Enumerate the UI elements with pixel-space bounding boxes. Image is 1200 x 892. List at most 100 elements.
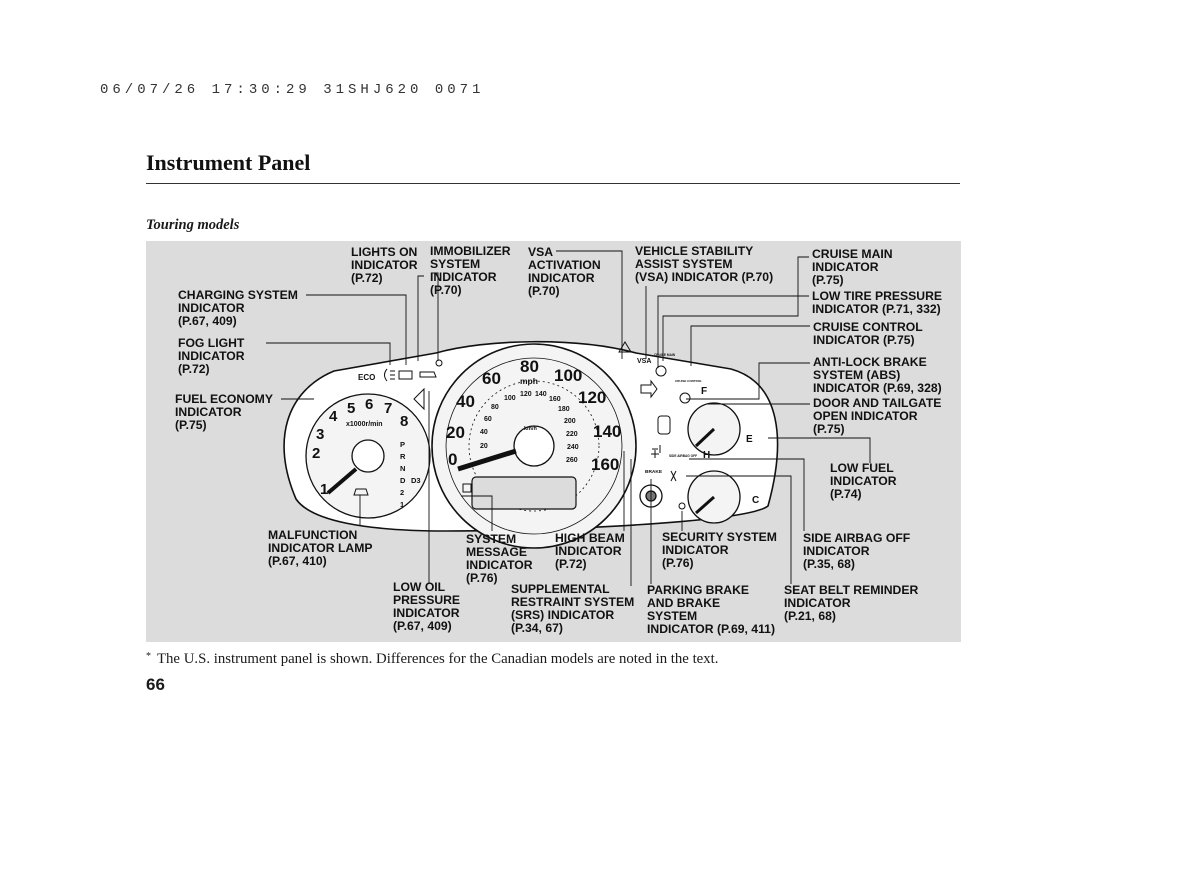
door-open-icon: [657, 415, 671, 435]
leader-fog: [266, 342, 391, 365]
cruise-control-badge: CRUISE CONTROL: [675, 379, 702, 383]
kmh-unit: km/h: [524, 426, 537, 432]
speedometer-inner-ring: [445, 357, 623, 535]
temp-needle: [695, 495, 715, 515]
side-airbag-badge: SIDE AIRBAG OFF: [669, 454, 697, 458]
speed-kmh: 260: [566, 457, 578, 464]
speed-kmh: 160: [549, 396, 561, 403]
callout-leaders: [266, 250, 871, 586]
leader-cruise-main: [662, 256, 809, 361]
speed-kmh: 200: [564, 418, 576, 425]
info-icon: [462, 483, 472, 493]
gear-position: N: [400, 464, 405, 473]
security-icon: [678, 502, 686, 510]
speed-unit: mph: [520, 376, 538, 386]
gear-position: D3: [411, 476, 421, 485]
speed-mph: 100: [554, 366, 582, 385]
battery-icon: [398, 370, 413, 380]
gear-position: 2: [400, 488, 404, 497]
speed-kmh: 120: [520, 391, 532, 398]
immobilizer-key-icon: [435, 359, 443, 367]
gear-position: 1: [400, 500, 404, 509]
leader-side-airbag: [689, 458, 805, 531]
gear-position: P: [400, 440, 405, 449]
speedometer-hub: [513, 425, 555, 467]
speed-kmh: 80: [491, 404, 499, 411]
tach-number: 8: [400, 413, 408, 430]
tach-number: 4: [329, 408, 338, 425]
warning-triangle-icon: [618, 341, 632, 353]
kmh-scale-ring: [468, 380, 600, 512]
speed-kmh: 100: [504, 395, 516, 402]
footnote-text: The U.S. instrument panel is shown. Diff…: [157, 651, 719, 667]
print-stamp: 06/07/26 17:30:29 31SHJ620 0071: [100, 82, 485, 98]
oil-can-icon: [419, 371, 437, 378]
leader-vsa-activation: [556, 250, 623, 359]
tire-pressure-icon: [655, 365, 667, 377]
speed-mph: 20: [446, 423, 465, 442]
fuel-needle: [694, 427, 716, 448]
leader-low-tire: [657, 295, 809, 368]
footnote: * The U.S. instrument panel is shown. Dif…: [146, 651, 718, 668]
vsa-badge: VSA: [637, 358, 651, 365]
tachometer-hub: [351, 439, 385, 473]
model-subheading: Touring models: [146, 217, 240, 233]
gear-position: D: [400, 476, 406, 485]
turn-signal-left-icon: [413, 387, 425, 411]
temp-cold-mark: C: [752, 495, 759, 506]
speed-kmh: 60: [484, 416, 492, 423]
tach-number: 6: [365, 396, 373, 413]
leader-charging: [306, 294, 407, 365]
tach-number: 5: [347, 400, 355, 417]
leader-seat-belt: [686, 475, 792, 584]
leader-lights-on: [417, 275, 424, 361]
speed-mph: 160: [591, 455, 619, 474]
high-beam-icon: [652, 445, 661, 453]
speed-mph: 80: [520, 357, 539, 376]
speed-kmh: 240: [567, 444, 579, 451]
speed-mph: 120: [578, 388, 606, 407]
speed-kmh: 140: [535, 391, 547, 398]
tach-unit: x1000r/min: [346, 421, 383, 428]
temp-gauge: [687, 470, 741, 524]
speed-mph: 60: [482, 369, 501, 388]
turn-signal-right-icon: [640, 379, 658, 399]
tach-number: 7: [384, 400, 392, 417]
leader-cruise-control: [690, 325, 810, 366]
page-number: 66: [146, 675, 165, 694]
page-title: Instrument Panel: [146, 150, 311, 175]
tach-number: 2: [312, 445, 320, 462]
footnote-mark: *: [146, 651, 151, 662]
leader-system-message: [461, 495, 493, 531]
tach-number: 1: [320, 481, 328, 498]
leader-low-fuel: [768, 437, 871, 463]
leader-immobilizer: [432, 272, 439, 361]
cruise-main-badge: CRUISE MAIN: [654, 353, 676, 357]
speed-mph: 40: [456, 392, 475, 411]
instrument-panel-figure: 1 2 3 4 5 6 7 8 x1000r/min ECO P R N D D…: [146, 241, 961, 642]
fog-light-icon: [384, 368, 395, 382]
multi-info-display: [471, 476, 577, 510]
instrument-cluster-drawing: 1 2 3 4 5 6 7 8 x1000r/min ECO P R N D D…: [266, 250, 871, 586]
fuel-empty-mark: E: [746, 434, 753, 445]
brake-badge: BRAKE: [645, 469, 663, 475]
